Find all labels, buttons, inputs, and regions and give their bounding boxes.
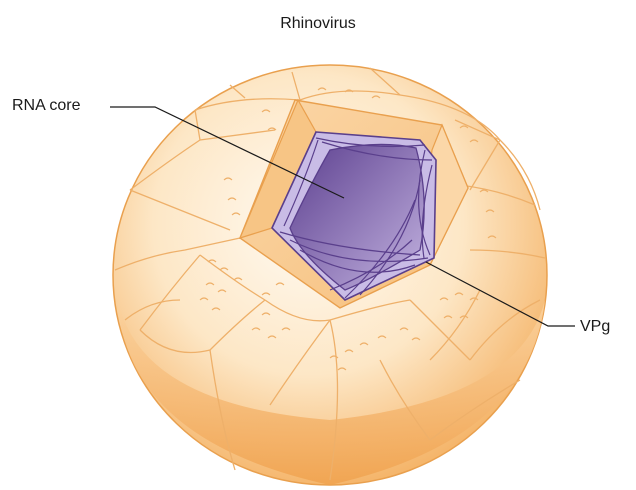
vpg-label: VPg bbox=[580, 318, 610, 336]
rna-core-label: RNA core bbox=[12, 97, 80, 115]
